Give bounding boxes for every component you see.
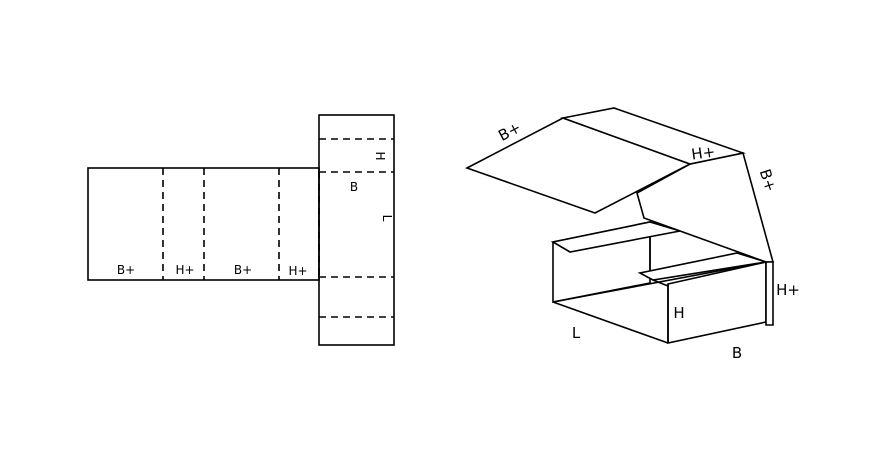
box-label-lid-top: H+ bbox=[690, 142, 716, 163]
side-edge-strip bbox=[765, 261, 774, 326]
box-label-width: B bbox=[732, 344, 742, 362]
panel-label-h-plus: H+ bbox=[175, 263, 194, 277]
end-label-h: H bbox=[373, 151, 387, 160]
box-label-height: H bbox=[673, 304, 684, 322]
box-label-side-height: H+ bbox=[776, 281, 800, 299]
end-label-b: B bbox=[350, 180, 358, 194]
box-label-length: L bbox=[572, 324, 581, 342]
net-end-column bbox=[318, 114, 395, 346]
panel-label-b-plus: B+ bbox=[234, 263, 252, 277]
inner-flap-front bbox=[550, 221, 681, 253]
end-label-l: L bbox=[380, 215, 394, 222]
flat-box-net: B+ H+ B+ H+ H B L bbox=[87, 114, 395, 346]
box-edge bbox=[652, 279, 669, 287]
panel-label-h-plus: H+ bbox=[288, 264, 307, 278]
assembled-box: B+ H+ B+ H+ L H B bbox=[464, 107, 800, 362]
box-edge bbox=[552, 301, 669, 344]
lid-top-panel bbox=[560, 107, 746, 165]
box-label-lid-side: B+ bbox=[756, 167, 780, 194]
panel-label-b-plus: B+ bbox=[117, 263, 135, 277]
